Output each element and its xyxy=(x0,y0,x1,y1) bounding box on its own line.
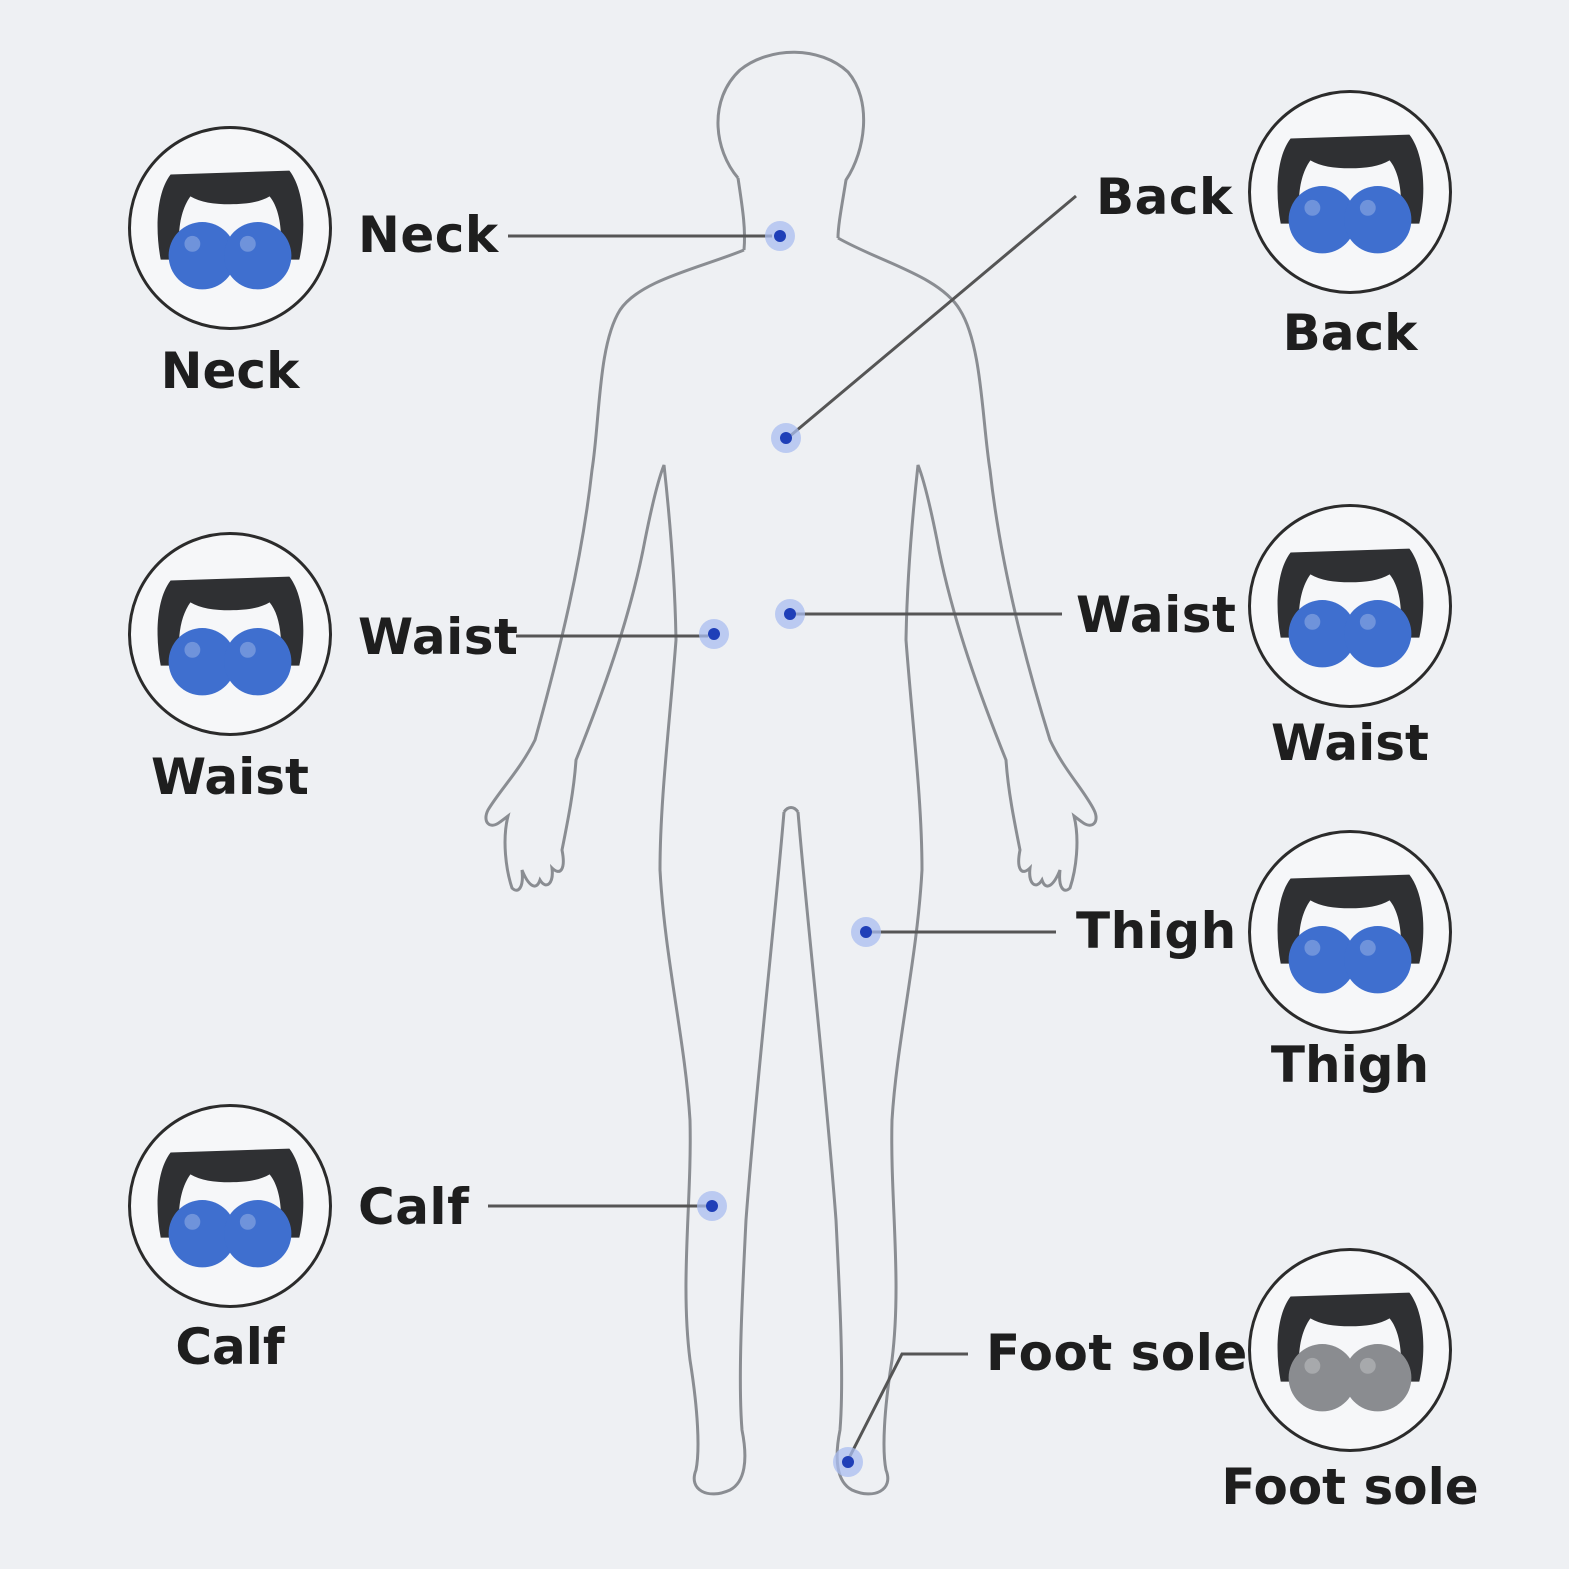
badge-neck xyxy=(128,126,332,330)
left-ball-icon xyxy=(168,222,236,290)
point-thigh xyxy=(860,926,872,938)
caption-foot-sole: Foot sole xyxy=(1221,1458,1479,1516)
point-foot-sole xyxy=(842,1456,854,1468)
left-ball-icon xyxy=(1288,600,1356,668)
handle-icon xyxy=(157,576,304,666)
handle-icon xyxy=(157,170,304,260)
roller-massager-icon xyxy=(1277,874,1424,994)
handle-icon xyxy=(1277,548,1424,638)
right-ball-icon xyxy=(224,628,292,696)
badge-foot-sole xyxy=(1248,1248,1452,1452)
handle-icon xyxy=(1277,134,1424,224)
handle-icon xyxy=(157,1148,304,1238)
label-thigh: Thigh xyxy=(1076,902,1237,960)
caption-waist-left: Waist xyxy=(151,748,309,806)
label-waist-right: Waist xyxy=(1076,586,1237,644)
right-side-outline xyxy=(796,236,1098,1496)
point-neck xyxy=(774,230,786,242)
caption-waist-right: Waist xyxy=(1271,714,1429,772)
left-ball-icon xyxy=(168,628,236,696)
right-ball-icon xyxy=(1344,926,1412,994)
leader-line-back xyxy=(789,194,1077,438)
label-waist-left: Waist xyxy=(358,608,519,666)
right-ball-icon xyxy=(224,222,292,290)
left-side-outline xyxy=(484,248,786,1496)
crotch-outline xyxy=(782,806,800,813)
label-foot-sole: Foot sole xyxy=(986,1324,1248,1382)
label-calf: Calf xyxy=(358,1178,470,1236)
badge-waist-right xyxy=(1248,504,1452,708)
point-waist-right xyxy=(784,608,796,620)
roller-massager-icon xyxy=(157,1148,304,1268)
left-ball-icon xyxy=(1288,186,1356,254)
right-ball-icon xyxy=(1344,186,1412,254)
left-ball-icon xyxy=(1288,926,1356,994)
leader-line-foot xyxy=(846,1352,968,1461)
badge-back xyxy=(1248,90,1452,294)
badge-thigh xyxy=(1248,830,1452,1034)
label-neck: Neck xyxy=(358,206,499,264)
handle-icon xyxy=(1277,1292,1424,1382)
point-waist-left xyxy=(708,628,720,640)
head-outline xyxy=(716,50,866,239)
neck-outline xyxy=(736,177,747,251)
point-back xyxy=(780,432,792,444)
roller-massager-icon xyxy=(1277,134,1424,254)
caption-thigh: Thigh xyxy=(1270,1036,1430,1094)
left-ball-icon xyxy=(168,1200,236,1268)
massage-points xyxy=(697,221,881,1477)
badge-waist-left xyxy=(128,532,332,736)
roller-massager-icon xyxy=(1277,1292,1424,1412)
handle-icon xyxy=(1277,874,1424,964)
left-ball-icon xyxy=(1288,1344,1356,1412)
point-calf xyxy=(706,1200,718,1212)
roller-massager-icon xyxy=(157,576,304,696)
label-back: Back xyxy=(1096,168,1233,226)
caption-calf: Calf xyxy=(175,1318,285,1376)
badge-calf xyxy=(128,1104,332,1308)
right-ball-icon xyxy=(1344,1344,1412,1412)
caption-back: Back xyxy=(1282,304,1418,362)
roller-massager-icon xyxy=(1277,548,1424,668)
right-ball-icon xyxy=(224,1200,292,1268)
roller-massager-icon xyxy=(157,170,304,290)
right-ball-icon xyxy=(1344,600,1412,668)
caption-neck: Neck xyxy=(160,342,300,400)
leader-lines xyxy=(488,194,1077,1461)
